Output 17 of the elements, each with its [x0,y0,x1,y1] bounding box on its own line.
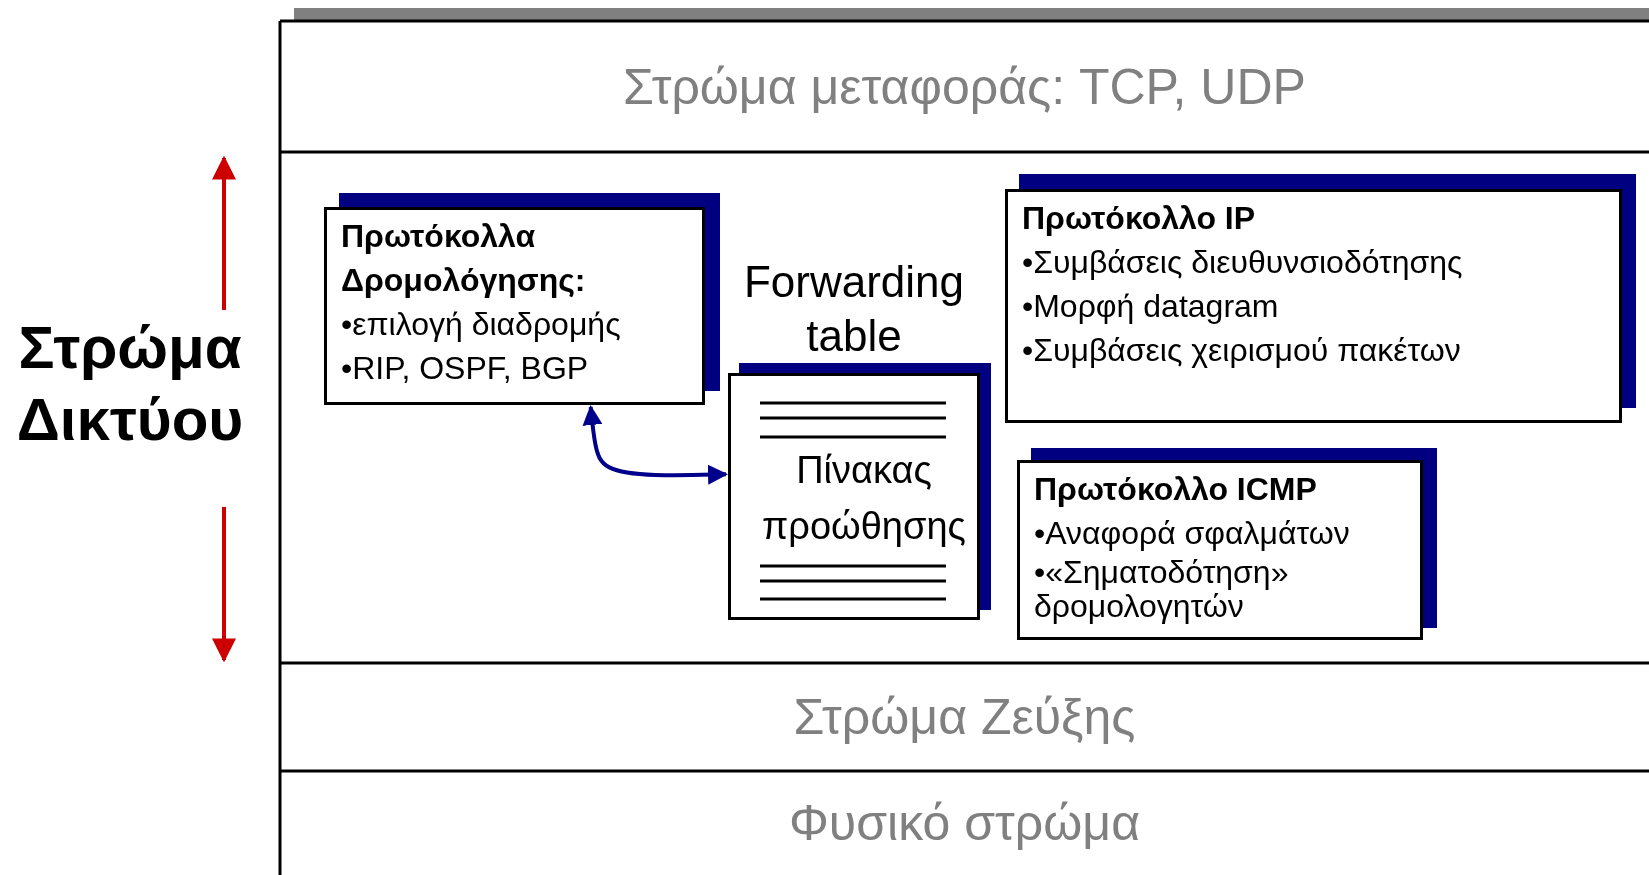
bullet-text: •Μορφή datagram [1022,287,1280,326]
box-heading: Πρωτόκολλα Δρομολόγησης: [341,217,587,300]
box-heading: Πρωτόκολλο ICMP [1034,470,1318,509]
bullet-text: •Αναφορά σφαλμάτων [1034,514,1351,553]
layer-name: Στρώμα Δικτύου [15,313,245,455]
box-heading: Πρωτόκολλο IP [1022,199,1257,238]
table-caption: Πίνακας προώθησης [761,448,967,549]
bullet-text: •RIP, OSPF, BGP [341,349,590,388]
layer-name: Φυσικό στρώμα [788,794,1141,852]
bullet-text: •Συμβάσεις διευθυνσιοδότησης [1022,243,1464,282]
layer-name: Στρώμα μεταφοράς: TCP, UDP [623,57,1306,116]
curved-arrow [582,405,728,485]
layer-name: Στρώμα Ζεύξης [793,688,1136,746]
bullet-text: •επιλογή διαδρομής [341,305,622,344]
table-title: Forwarding table [742,256,966,362]
bullet-text: •«Σηματοδότηση» δρομολογητών [1034,555,1290,623]
bullet-text: •Συμβάσεις χειρισμού πακέτων [1022,331,1462,370]
